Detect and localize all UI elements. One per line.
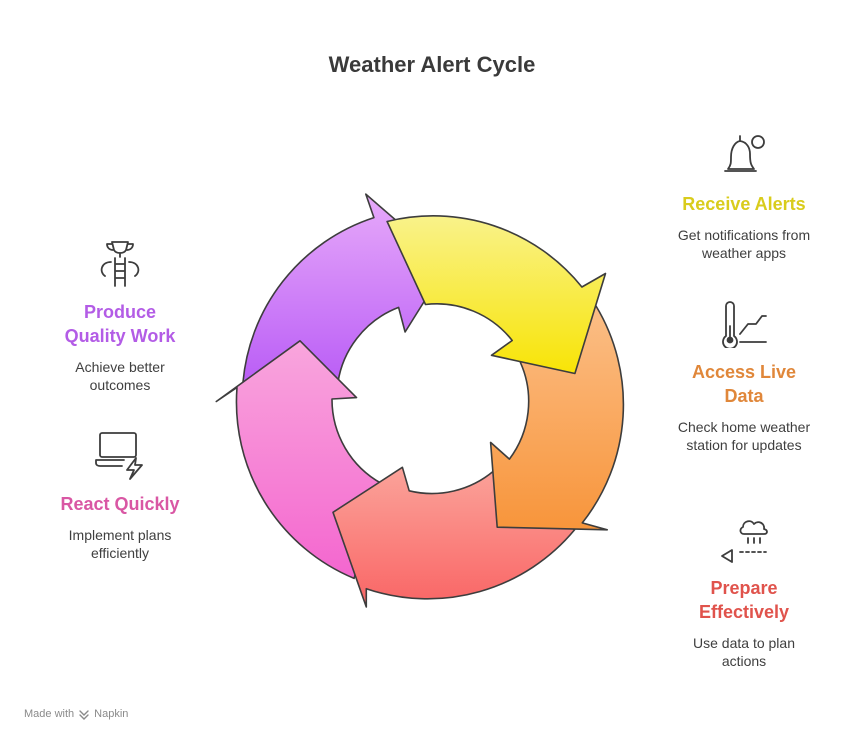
cycle-segment-receive <box>386 215 607 375</box>
footer-made-with: Made with <box>24 708 75 720</box>
diagram-title: Weather Alert Cycle <box>328 52 536 77</box>
step-heading: React Quickly <box>60 494 180 514</box>
footer: Made with Napkin <box>24 708 128 720</box>
bell-icon <box>724 135 765 172</box>
step-description: Get notifications from weather apps <box>677 227 811 261</box>
step-heading: Access Live Data <box>691 362 797 406</box>
step-heading: Receive Alerts <box>682 194 806 214</box>
step-heading: Prepare Effectively <box>698 578 790 622</box>
laptop-bolt-icon <box>95 432 143 480</box>
step-access-live-data: Access Live Data Check home weather stat… <box>654 360 834 454</box>
step-heading: Produce Quality Work <box>64 302 176 346</box>
step-react-quickly: React Quickly Implement plans efficientl… <box>40 492 200 562</box>
rain-cloud-icon <box>721 520 768 563</box>
step-description: Implement plans efficiently <box>68 527 172 561</box>
step-description: Achieve better outcomes <box>75 359 165 393</box>
napkin-logo-icon <box>79 710 89 720</box>
trophy-ladder-icon <box>100 241 140 287</box>
step-receive-alerts: Receive Alerts Get notifications from we… <box>654 192 834 262</box>
step-produce-quality-work: Produce Quality Work Achieve better outc… <box>40 300 200 394</box>
step-description: Use data to plan actions <box>693 635 795 669</box>
step-prepare-effectively: Prepare Effectively Use data to plan act… <box>654 576 834 670</box>
step-description: Check home weather station for updates <box>677 419 811 453</box>
thermometer-icon <box>722 301 767 348</box>
footer-brand: Napkin <box>94 708 129 720</box>
